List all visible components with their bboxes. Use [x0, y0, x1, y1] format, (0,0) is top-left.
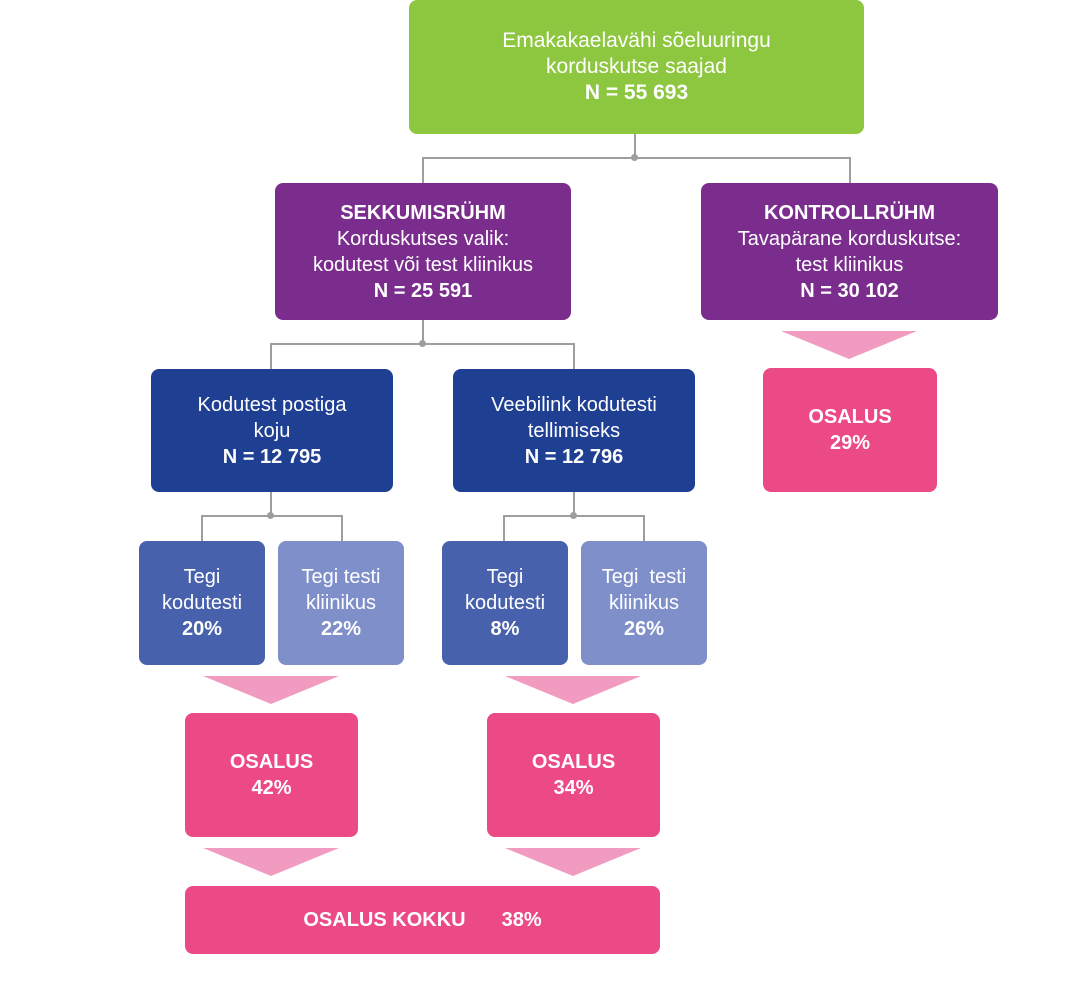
web-arrow [505, 676, 641, 704]
web-participation-box: OSALUS 34% [487, 713, 660, 837]
control-participation-box: OSALUS 29% [763, 368, 937, 492]
connector-root-node [631, 154, 638, 161]
web-home-value: 8% [490, 618, 520, 640]
total-participation-box: OSALUS KOKKU 38% [185, 886, 660, 954]
web-branch-n: N = 12 796 [524, 445, 624, 468]
connector-to-web-home [503, 515, 505, 541]
web-home-test-box: Tegi kodutesti 8% [442, 541, 568, 665]
intervention-title: SEKKUMISRÜHM [340, 201, 506, 224]
connector-to-mail-home [201, 515, 203, 541]
web-clinic-line1: Tegi testi [601, 566, 687, 588]
root-box: Emakakaelavähi sõeluuringu korduskutse s… [409, 0, 864, 134]
mail-participation-box: OSALUS 42% [185, 713, 358, 837]
mail-branch-line1: Kodutest postiga [197, 393, 347, 416]
mail-clinic-line2: kliinikus [305, 592, 377, 614]
connector-intervention-node [419, 340, 426, 347]
intervention-box: SEKKUMISRÜHM Korduskutses valik: kodutes… [275, 183, 571, 320]
control-participation-label: OSALUS [808, 406, 892, 428]
connector-to-web-clinic [643, 515, 645, 541]
root-line1: Emakakaelavähi sõeluuringu [502, 29, 771, 52]
web-total-arrow [505, 848, 641, 876]
web-branch-box: Veebilink kodutesti tellimiseks N = 12 7… [453, 369, 695, 492]
connector-root-down [634, 134, 636, 158]
root-line2: korduskutse saajad [546, 55, 727, 78]
mail-participation-value: 42% [251, 777, 292, 799]
intervention-line2: kodutest või test kliinikus [312, 253, 534, 276]
mail-home-test-box: Tegi kodutesti 20% [139, 541, 265, 665]
web-branch-line1: Veebilink kodutesti [491, 393, 657, 416]
connector-mail-node [267, 512, 274, 519]
mail-branch-n: N = 12 795 [222, 445, 322, 468]
web-clinic-test-box: Tegi testi kliinikus 26% [581, 541, 707, 665]
control-line2: test kliinikus [795, 253, 904, 276]
mail-clinic-value: 22% [320, 618, 362, 640]
web-participation-value: 34% [553, 777, 594, 799]
web-branch-line2: tellimiseks [527, 419, 621, 442]
web-home-line1: Tegi [486, 566, 524, 588]
connector-to-web-branch [573, 343, 575, 369]
connector-mail-down [270, 492, 272, 516]
mail-branch-box: Kodutest postiga koju N = 12 795 [151, 369, 393, 492]
control-box: KONTROLLRÜHM Tavapärane korduskutse: tes… [701, 183, 998, 320]
control-participation-value: 29% [829, 432, 871, 454]
mail-home-line2: kodutesti [161, 592, 243, 614]
total-participation-value: 38% [501, 908, 542, 931]
mail-home-line1: Tegi [183, 566, 221, 588]
control-line1: Tavapärane korduskutse: [737, 227, 962, 250]
connector-to-intervention [422, 157, 424, 183]
intervention-n: N = 25 591 [373, 279, 473, 302]
mail-branch-line2: koju [253, 419, 291, 442]
intervention-line1: Korduskutses valik: [336, 227, 510, 250]
mail-participation-label: OSALUS [229, 751, 314, 773]
control-n: N = 30 102 [800, 279, 899, 302]
mail-home-value: 20% [181, 618, 223, 640]
mail-clinic-line1: Tegi testi [301, 566, 381, 588]
connector-intervention-down [422, 320, 424, 344]
mail-total-arrow [203, 848, 339, 876]
web-clinic-line2: kliinikus [608, 592, 680, 614]
web-home-line2: kodutesti [464, 592, 546, 614]
mail-clinic-test-box: Tegi testi kliinikus 22% [278, 541, 404, 665]
connector-web-down [573, 492, 575, 516]
mail-arrow [203, 676, 339, 704]
connector-to-mail-clinic [341, 515, 343, 541]
connector-to-mail-branch [270, 343, 272, 369]
total-participation-label: OSALUS KOKKU [303, 908, 466, 931]
root-n: N = 55 693 [584, 81, 689, 104]
web-clinic-value: 26% [623, 618, 665, 640]
control-title: KONTROLLRÜHM [763, 201, 936, 224]
connector-web-node [570, 512, 577, 519]
control-arrow [781, 331, 917, 359]
web-participation-label: OSALUS [531, 751, 616, 773]
connector-to-control [849, 157, 851, 183]
